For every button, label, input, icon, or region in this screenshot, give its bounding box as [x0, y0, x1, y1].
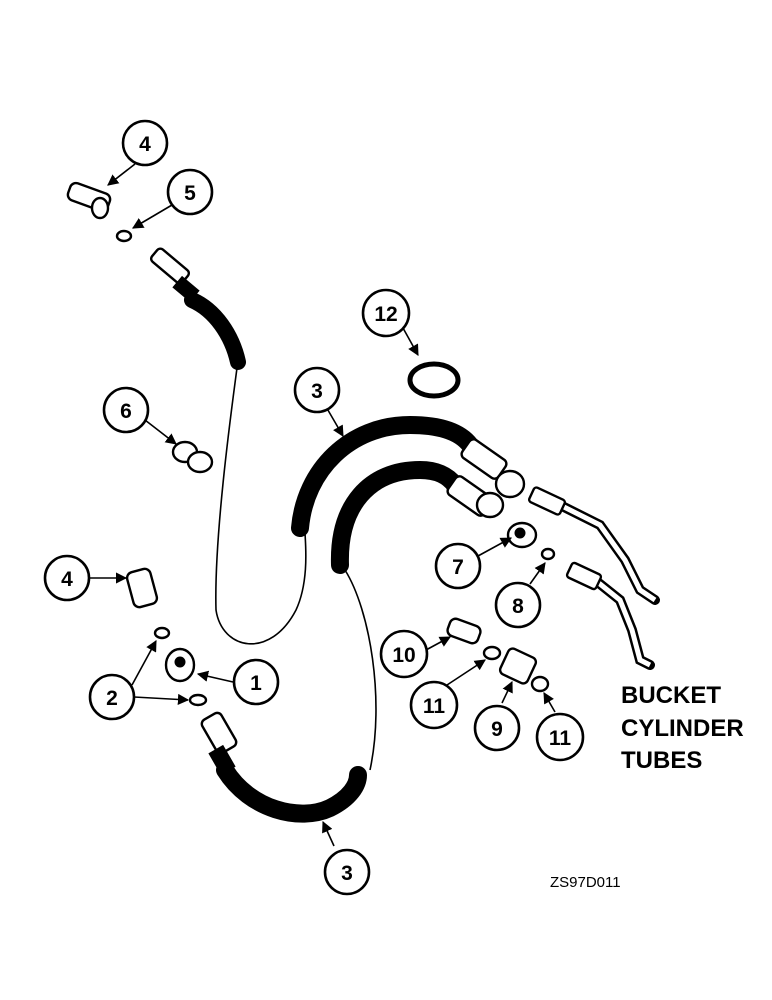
hose-3-lower: [200, 711, 367, 823]
leader-6: [144, 419, 177, 445]
label-tubes: TUBES: [621, 747, 702, 774]
part-6-clamp: [171, 440, 214, 474]
callout-7: 7: [434, 542, 482, 590]
svg-text:6: 6: [120, 400, 132, 423]
leader-9: [501, 680, 513, 704]
part-10-fitting: [446, 617, 482, 645]
part-1-elbow: [164, 647, 196, 683]
hose-3-middle: [330, 460, 505, 574]
part-4-fitting-top: [66, 181, 112, 220]
hose-routing-line: [215, 367, 307, 645]
leader-4-top: [107, 163, 136, 186]
part-2-oring-lower: [188, 693, 208, 707]
part-5-oring: [115, 229, 133, 243]
svg-text:12: 12: [374, 303, 397, 326]
svg-text:5: 5: [184, 182, 196, 205]
callout-5: 5: [166, 168, 214, 216]
hose-3-upper: [291, 415, 526, 537]
leader-7: [477, 537, 512, 557]
callout-3-upper: 3: [293, 366, 341, 414]
part-2-oring-upper: [153, 626, 171, 640]
part-8-oring: [540, 547, 556, 561]
callout-2: 2: [88, 673, 136, 721]
callout-11-right: 11: [535, 712, 585, 762]
callout-12: 12: [361, 288, 411, 338]
bucket-cylinder-tubes: [527, 486, 660, 670]
svg-text:10: 10: [392, 644, 415, 667]
svg-text:3: 3: [341, 862, 353, 885]
callout-4-top: 4: [121, 119, 169, 167]
leader-11-left: [446, 659, 486, 686]
leader-2-lower: [133, 693, 190, 706]
svg-text:7: 7: [452, 556, 464, 579]
svg-text:8: 8: [512, 595, 524, 618]
hose-upper: [149, 247, 246, 370]
callout-3-lower: 3: [323, 848, 371, 896]
leader-8: [529, 562, 546, 585]
svg-text:1: 1: [250, 672, 262, 695]
callout-4-left: 4: [43, 554, 91, 602]
callout-9: 9: [473, 704, 521, 752]
leader-10: [425, 636, 451, 651]
part-11-oring-left: [482, 645, 502, 661]
leader-2-upper: [131, 640, 157, 686]
leader-11-right: [543, 692, 556, 713]
drawing-code: ZS97D011: [550, 874, 621, 891]
label-bucket: BUCKET: [621, 682, 721, 709]
svg-text:11: 11: [423, 695, 446, 718]
svg-text:2: 2: [106, 687, 118, 710]
part-12-ring: [407, 361, 461, 399]
callout-1: 1: [232, 658, 280, 706]
callout-11-left: 11: [409, 680, 459, 730]
leader-12: [402, 327, 419, 356]
leader-1: [196, 670, 234, 683]
leader-5: [132, 204, 173, 229]
part-4-fitting-left: [125, 567, 159, 609]
svg-text:4: 4: [61, 568, 73, 591]
svg-text:4: 4: [139, 133, 151, 156]
callout-6: 6: [102, 386, 150, 434]
callout-8: 8: [494, 581, 542, 629]
part-7-elbow: [506, 521, 538, 549]
part-11-oring-right: [530, 675, 550, 693]
svg-text:9: 9: [491, 718, 503, 741]
svg-text:3: 3: [311, 380, 323, 403]
callout-10: 10: [379, 629, 429, 679]
hose-routing-line: [344, 569, 377, 771]
label-cylinder: CYLINDER: [621, 715, 744, 742]
leader-3-lower: [322, 820, 335, 847]
part-9-union: [498, 647, 538, 685]
svg-text:11: 11: [549, 727, 572, 750]
